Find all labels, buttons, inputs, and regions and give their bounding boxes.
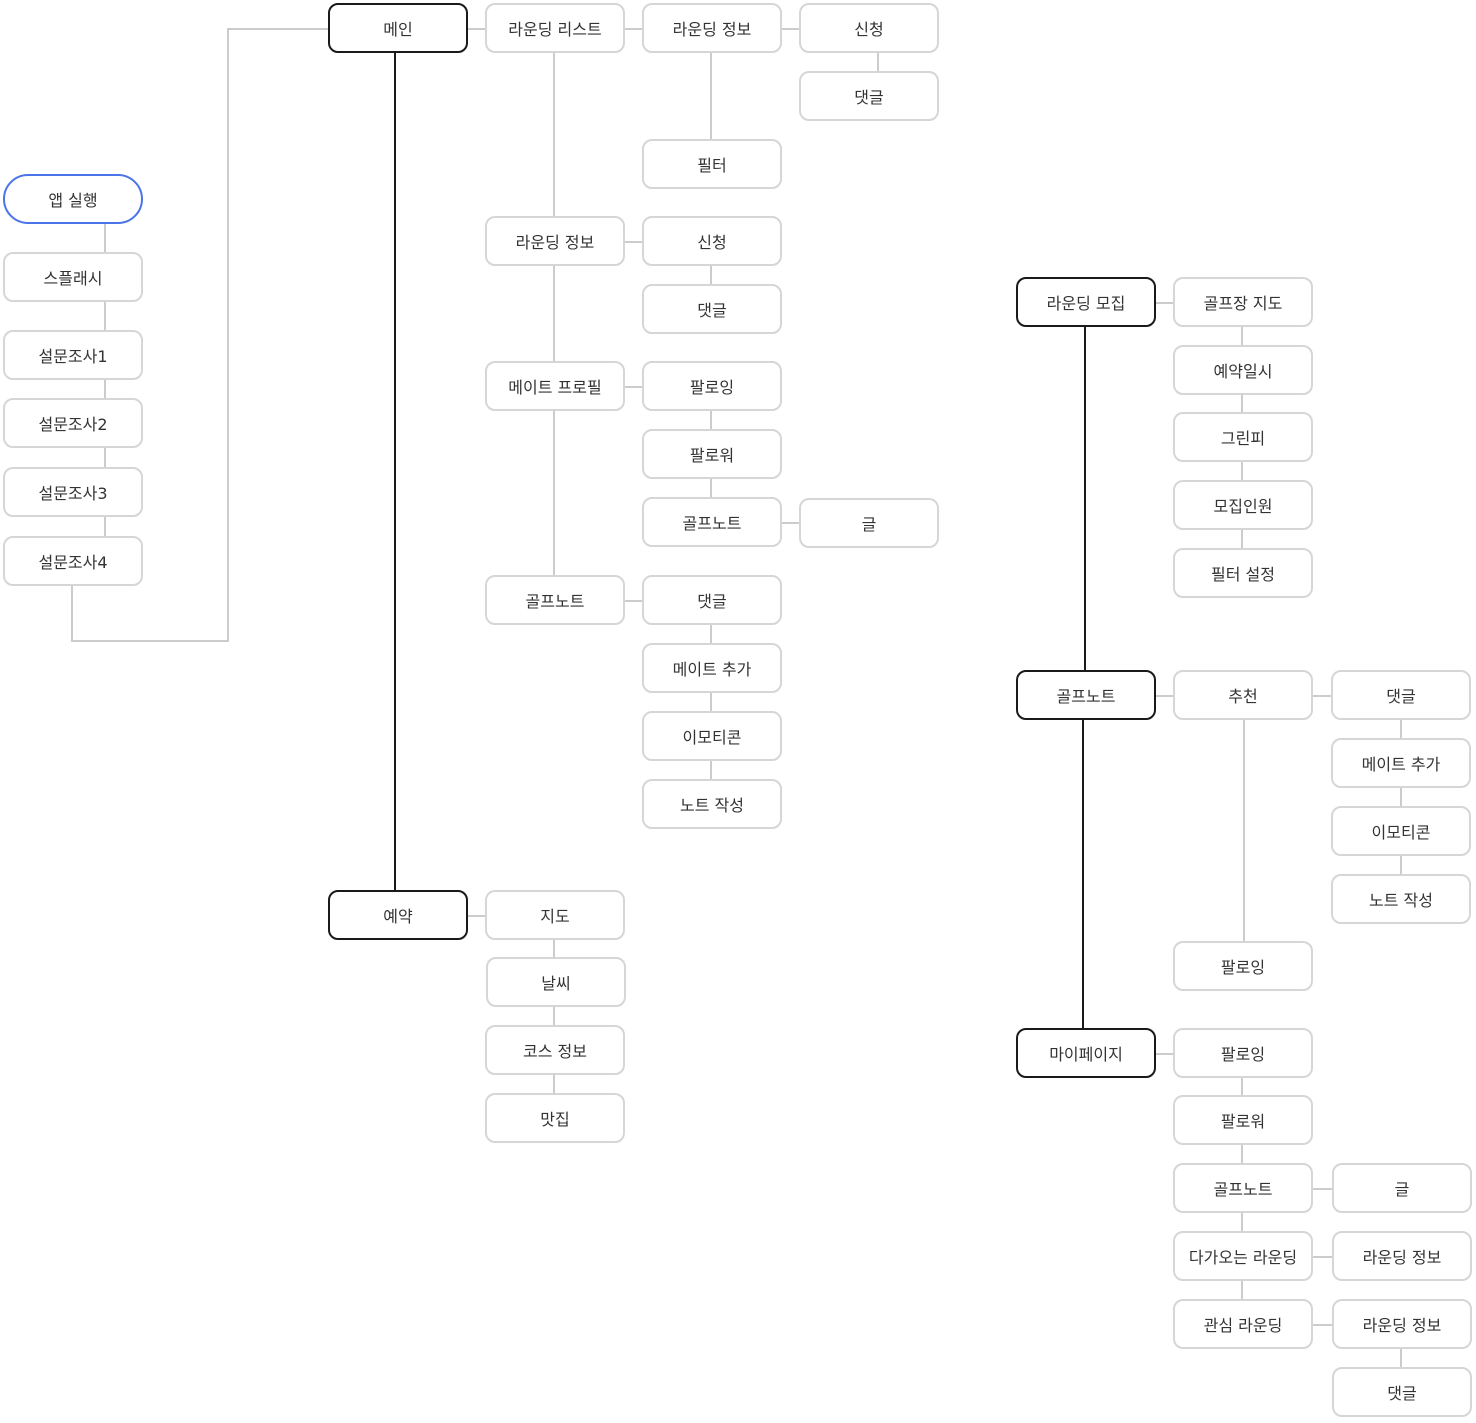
node-my-interest-info: 라운딩 정보 xyxy=(1332,1299,1472,1349)
node-golfnote2: 골프노트 xyxy=(1016,670,1156,720)
node-rounding-info: 라운딩 정보 xyxy=(485,216,625,266)
node-my-golfnote: 골프노트 xyxy=(1173,1163,1313,1213)
node-bk-weather: 날씨 xyxy=(486,957,626,1007)
node-my-follower: 팔로워 xyxy=(1173,1095,1313,1145)
node-booking: 예약 xyxy=(328,890,468,940)
node-mp-following: 팔로잉 xyxy=(642,361,782,411)
node-golfnote: 골프노트 xyxy=(485,575,625,625)
node-splash: 스플래시 xyxy=(3,252,143,302)
node-rl-apply: 신청 xyxy=(799,3,939,53)
node-survey4: 설문조사4 xyxy=(3,536,143,586)
node-my-interest: 관심 라운딩 xyxy=(1173,1299,1313,1349)
node-rc-filter: 필터 설정 xyxy=(1173,548,1313,598)
node-gn-write: 노트 작성 xyxy=(642,779,782,829)
node-gn-emoticon: 이모티콘 xyxy=(642,711,782,761)
node-mate-profile: 메이트 프로필 xyxy=(485,361,625,411)
node-bk-course: 코스 정보 xyxy=(485,1025,625,1075)
node-survey1: 설문조사1 xyxy=(3,330,143,380)
node-main: 메인 xyxy=(328,3,468,53)
node-my-upcoming-info: 라운딩 정보 xyxy=(1332,1231,1472,1281)
node-mp-follower: 팔로워 xyxy=(642,429,782,479)
node-bk-restaurant: 맛집 xyxy=(485,1093,625,1143)
node-g2-recommend: 추천 xyxy=(1173,670,1313,720)
node-rl-info: 라운딩 정보 xyxy=(642,3,782,53)
node-my-following: 팔로잉 xyxy=(1173,1028,1313,1078)
node-rc-map: 골프장 지도 xyxy=(1173,277,1313,327)
node-g2-following: 팔로잉 xyxy=(1173,941,1313,991)
node-mypage: 마이페이지 xyxy=(1016,1028,1156,1078)
node-rounding-list: 라운딩 리스트 xyxy=(485,3,625,53)
node-ri-comment: 댓글 xyxy=(642,284,782,334)
node-gn-add-mate: 메이트 추가 xyxy=(642,643,782,693)
node-app-start: 앱 실행 xyxy=(3,174,143,224)
node-recruit: 라운딩 모집 xyxy=(1016,277,1156,327)
node-g2-comment: 댓글 xyxy=(1331,670,1471,720)
node-mp-golfnote: 골프노트 xyxy=(642,497,782,547)
node-rl-comment: 댓글 xyxy=(799,71,939,121)
node-rc-green: 그린피 xyxy=(1173,412,1313,462)
node-g2-add-mate: 메이트 추가 xyxy=(1331,738,1471,788)
node-rc-members: 모집인원 xyxy=(1173,480,1313,530)
node-g2-emoticon: 이모티콘 xyxy=(1331,806,1471,856)
node-my-upcoming: 다가오는 라운딩 xyxy=(1173,1231,1313,1281)
node-rl-filter: 필터 xyxy=(642,139,782,189)
node-my-post: 글 xyxy=(1332,1163,1472,1213)
node-survey2: 설문조사2 xyxy=(3,398,143,448)
node-bk-map: 지도 xyxy=(485,890,625,940)
node-g2-write: 노트 작성 xyxy=(1331,874,1471,924)
node-gn-comment: 댓글 xyxy=(642,575,782,625)
node-mp-post: 글 xyxy=(799,498,939,548)
node-ri-apply: 신청 xyxy=(642,216,782,266)
node-rc-date: 예약일시 xyxy=(1173,345,1313,395)
node-my-interest-comment: 댓글 xyxy=(1332,1367,1472,1417)
node-survey3: 설문조사3 xyxy=(3,467,143,517)
